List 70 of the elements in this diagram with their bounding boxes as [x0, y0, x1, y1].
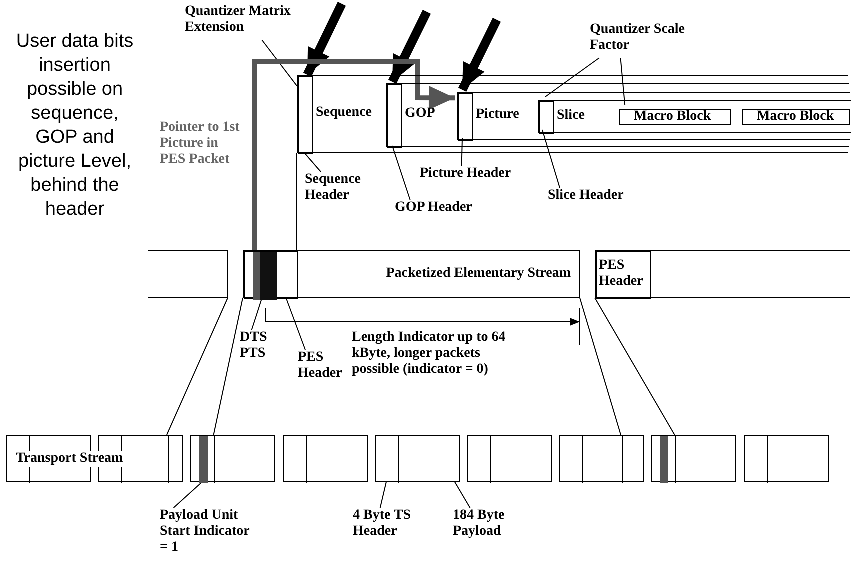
header-field	[596, 251, 651, 299]
callout-text: GOP Header	[395, 200, 485, 218]
leader-line	[545, 58, 600, 98]
projection-line	[166, 298, 228, 436]
insertion-arrow	[303, 2, 346, 77]
leader-line	[461, 138, 463, 166]
macro-block-box	[742, 109, 850, 125]
leader-line	[286, 298, 306, 350]
layer-label: Picture	[476, 107, 520, 123]
packet-box	[559, 435, 644, 482]
layer-label: Sequence	[316, 105, 372, 121]
callout-text: Slice Header	[548, 188, 648, 206]
leader-line	[620, 58, 626, 106]
leader-line	[542, 130, 560, 188]
packet-box	[595, 250, 850, 298]
block-label: Macro Block	[757, 109, 834, 125]
packet-box	[148, 250, 228, 298]
layer-band	[538, 100, 851, 133]
field-bar	[260, 252, 277, 300]
callout-text: 184 Byte Payload	[453, 508, 528, 544]
callout-text: Quantizer Scale Factor	[590, 22, 686, 58]
block-label: Macro Block	[634, 109, 712, 125]
leader-line	[454, 482, 471, 508]
macro-block-box	[619, 109, 731, 125]
insertion-arrow	[458, 18, 502, 92]
header-label: PES Header	[599, 258, 644, 290]
layer-label: GOP	[405, 106, 436, 122]
packet-box	[190, 435, 275, 482]
layer-label: Slice	[557, 108, 585, 124]
packet-box	[744, 435, 829, 482]
pointer-arrow	[252, 60, 456, 250]
leader-line	[304, 152, 322, 172]
leader-line	[380, 482, 387, 508]
insertion-arrow	[388, 10, 432, 84]
callout-text: DTS PTS	[240, 330, 276, 366]
stream-label: Packetized Elementary Stream	[386, 266, 571, 282]
packet-box	[467, 435, 552, 482]
header-field	[298, 76, 313, 154]
layer-band	[457, 92, 850, 140]
header-field	[244, 251, 298, 299]
layer-band	[386, 83, 849, 147]
layer-band	[297, 75, 848, 153]
callout-text: Payload Unit Start Indicator = 1	[160, 508, 252, 560]
packet-box	[283, 435, 368, 482]
callout-text: Sequence Header	[305, 172, 385, 208]
stream-label: Transport Stream	[16, 451, 124, 467]
leader-line	[251, 298, 263, 330]
projection-line	[594, 298, 676, 436]
packet-box	[243, 250, 580, 298]
field-bar	[199, 436, 208, 483]
projection-line	[580, 298, 622, 436]
packet-box	[375, 435, 460, 482]
projection-line	[213, 298, 244, 436]
header-field	[539, 101, 554, 134]
field-bar	[660, 436, 668, 483]
packet-box	[651, 435, 736, 482]
callout-text: Picture Header	[420, 166, 530, 184]
note-text: User data bits insertion possible on sequence, GOP and picture Level, behind the header	[15, 30, 135, 222]
pointer-label: Pointer to 1st Picture in PES Packet	[160, 120, 240, 168]
callout-text: Quantizer Matrix Extension	[185, 4, 295, 40]
leader-line	[173, 482, 203, 508]
header-field	[458, 93, 473, 141]
leader-line	[262, 40, 298, 86]
length-label: Length Indicator up to 64 kByte, longer packets possible (indicator = 0)	[352, 330, 507, 378]
projection-line	[296, 152, 298, 250]
header-field	[387, 84, 402, 148]
callout-text: PES Header	[298, 350, 348, 386]
leader-line	[392, 146, 411, 200]
callout-text: 4 Byte TS Header	[353, 508, 425, 544]
field-bar	[253, 252, 260, 300]
